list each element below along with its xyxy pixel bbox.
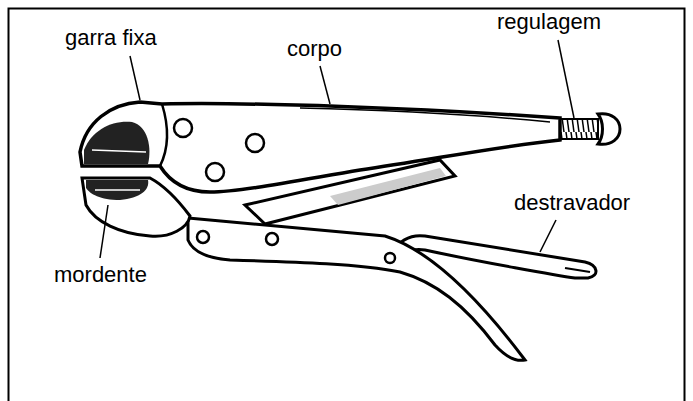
frame	[9, 9, 685, 401]
adjusting-screw	[560, 119, 598, 139]
rivet	[206, 163, 224, 181]
adjusting-knob	[598, 114, 620, 145]
part-label: corpo	[287, 38, 342, 60]
lower-handle	[188, 218, 525, 360]
rivet	[246, 134, 264, 152]
part-label: regulagem	[497, 11, 601, 33]
release-lever-tip	[565, 268, 590, 272]
leader-line	[130, 56, 140, 100]
leader-line	[100, 205, 108, 258]
upper-teeth	[84, 122, 149, 164]
body-edge	[300, 108, 550, 122]
jaw-seam	[160, 104, 167, 166]
lower-teeth	[86, 180, 148, 200]
rivet	[197, 231, 209, 243]
rivet	[174, 119, 192, 137]
leader-line	[558, 40, 574, 118]
part-label: garra fixa	[65, 27, 157, 49]
upper-body	[80, 102, 560, 192]
leader-line	[320, 66, 330, 104]
teeth-gap	[95, 189, 140, 191]
part-label: destravador	[514, 192, 630, 214]
lower-jaw	[82, 178, 190, 236]
leader-line	[540, 220, 556, 252]
rivet	[266, 233, 278, 245]
teeth-gap	[92, 150, 146, 152]
part-label: mordente	[54, 264, 147, 286]
rivet	[385, 253, 395, 263]
